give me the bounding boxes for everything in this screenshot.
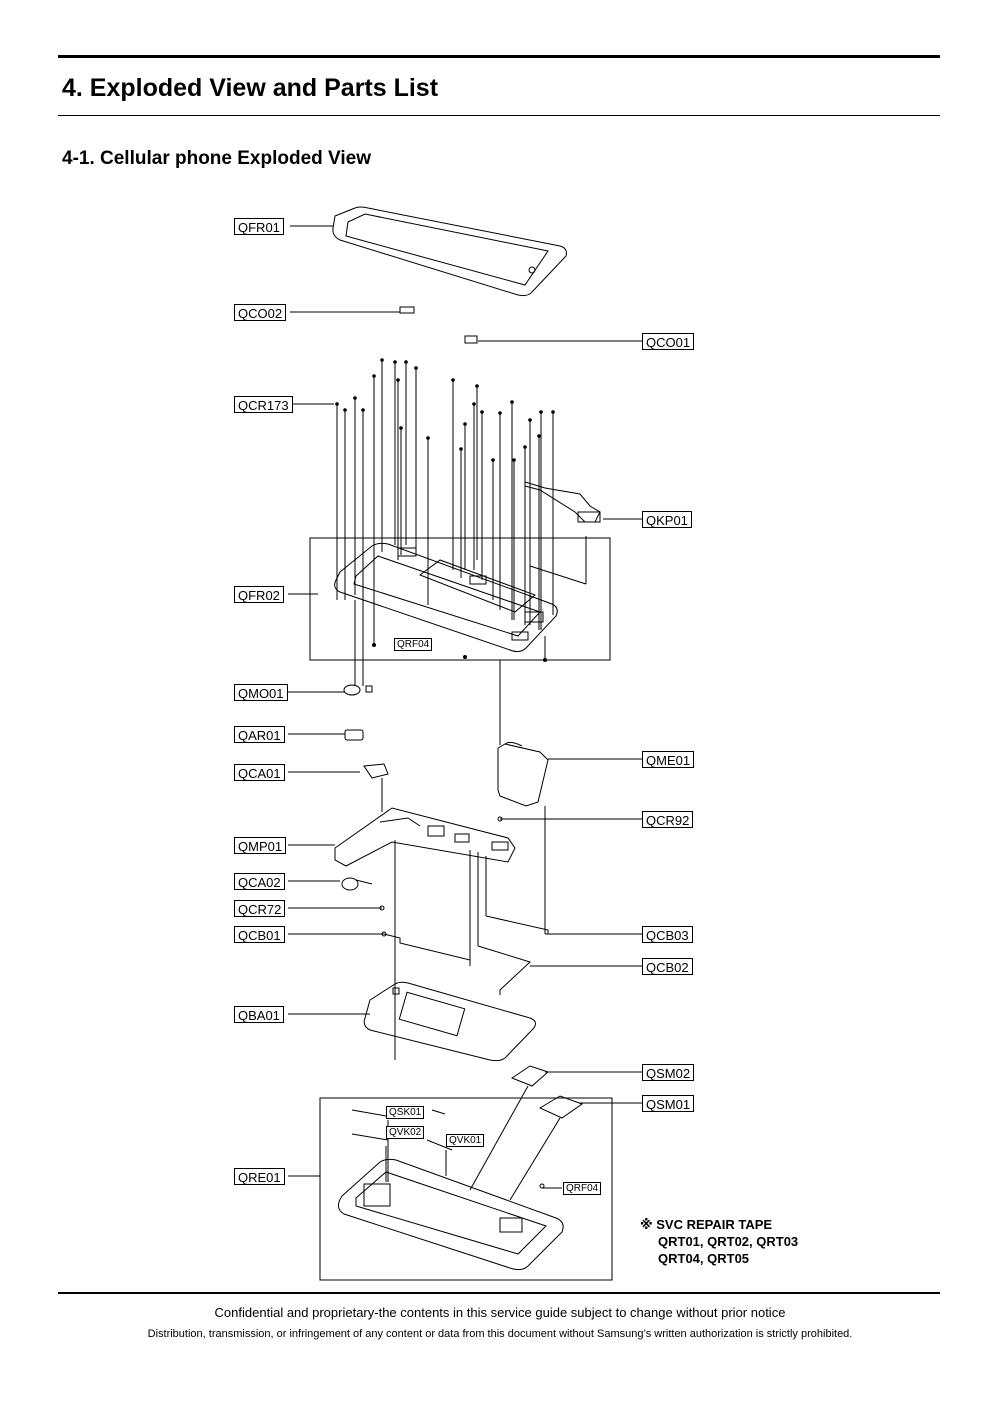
label-qcr173: QCR173 [234, 396, 293, 413]
section-title: 4-1. Cellular phone Exploded View [62, 148, 372, 169]
label-qrf04-rear: QRF04 [563, 1182, 602, 1195]
repair-tape-note: ※ SVC REPAIR TAPE QRT01, QRT02, QRT03 QR… [640, 1216, 798, 1267]
label-qcb03: QCB03 [642, 926, 693, 943]
footer-confidential: Confidential and proprietary-the content… [214, 1305, 786, 1320]
label-qco02: QCO02 [234, 304, 287, 321]
label-qcr72: QCR72 [234, 900, 286, 917]
note-line-3: QRT04, QRT05 [658, 1251, 750, 1266]
label-qrf04-front: QRF04 [394, 638, 433, 651]
label-qcb02: QCB02 [642, 958, 693, 975]
footer-distribution: Distribution, transmission, or infringem… [147, 1328, 853, 1340]
label-qfr02: QFR02 [234, 586, 284, 603]
label-qcr92: QCR92 [642, 811, 694, 828]
label-qkp01: QKP01 [642, 511, 692, 528]
label-qar01: QAR01 [234, 726, 285, 743]
footer-rule [58, 1292, 940, 1294]
page-title: 4. Exploded View and Parts List [62, 74, 439, 102]
label-qsm02: QSM02 [642, 1064, 695, 1081]
label-qsk01: QSK01 [386, 1106, 425, 1119]
top-rule [58, 55, 940, 58]
label-qvk02: QVK02 [386, 1126, 425, 1139]
label-qcb01: QCB01 [234, 926, 285, 943]
label-qmo01: QMO01 [234, 684, 288, 701]
label-qvk01: QVK01 [446, 1134, 485, 1147]
label-qme01: QME01 [642, 751, 695, 768]
label-qba01: QBA01 [234, 1006, 284, 1023]
note-line-2: QRT01, QRT02, QRT03 [658, 1234, 799, 1249]
label-qmp01: QMP01 [234, 837, 287, 854]
label-qca02: QCA02 [234, 873, 285, 890]
label-qsm01: QSM01 [642, 1095, 695, 1112]
label-qco01: QCO01 [642, 333, 695, 350]
note-line-1: ※ SVC REPAIR TAPE [640, 1217, 773, 1232]
title-rule [58, 115, 940, 116]
label-qre01: QRE01 [234, 1168, 285, 1185]
label-qfr01: QFR01 [234, 218, 284, 235]
label-qca01: QCA01 [234, 764, 285, 781]
